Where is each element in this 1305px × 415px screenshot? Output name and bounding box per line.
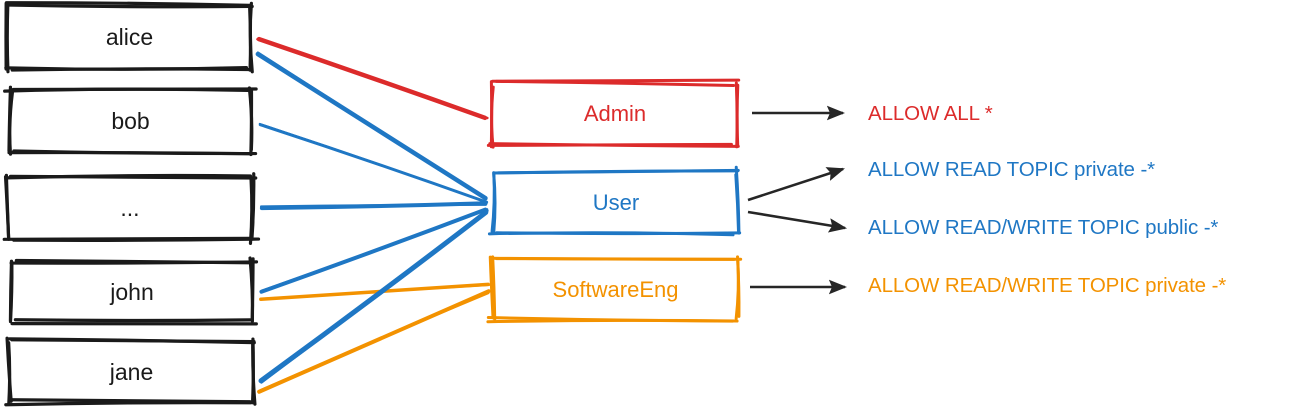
permission-rule-2: ALLOW READ/WRITE TOPIC public -* [868,216,1219,239]
permission-rule-1: ALLOW READ TOPIC private -* [868,158,1156,181]
permission-arrow-2 [747,210,848,233]
permission-arrow-1 [747,167,845,202]
role-permission-arrows [747,105,848,295]
user-role-connection-lines [255,36,491,394]
user-box-outlines [2,1,261,407]
permission-rule-3: ALLOW READ/WRITE TOPIC private -* [868,274,1227,297]
role-box-outlines [486,78,743,324]
permission-rule-0: ALLOW ALL * [868,102,993,125]
